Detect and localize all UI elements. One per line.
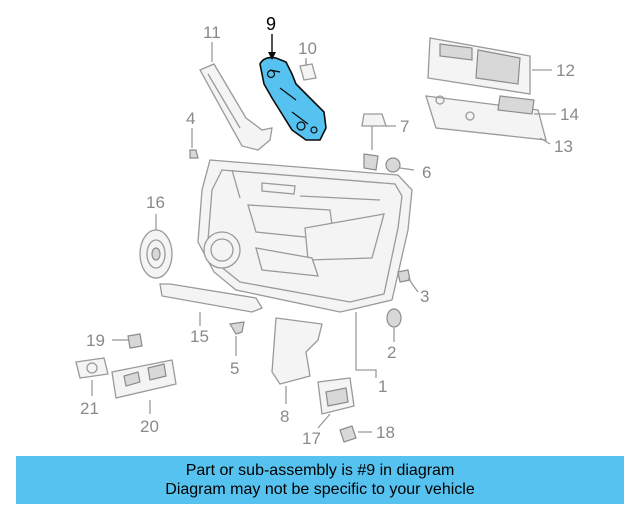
callout-16: 16 <box>146 193 165 212</box>
screw-part-5[interactable] <box>229 321 245 335</box>
banner-line-1: Part or sub-assembly is #9 in diagram <box>185 462 455 479</box>
callout-9: 9 <box>266 14 276 34</box>
callout-3: 3 <box>420 287 429 306</box>
callout-17: 17 <box>302 429 321 448</box>
callout-20: 20 <box>140 417 159 436</box>
clip-part-10[interactable] <box>299 60 317 81</box>
bulb-part-6[interactable] <box>385 157 401 173</box>
callout-14: 14 <box>560 105 579 124</box>
callout-5: 5 <box>230 359 239 378</box>
callout-10: 10 <box>298 39 317 58</box>
pull-handle-part-9[interactable] <box>259 56 327 141</box>
clip-part-2[interactable] <box>386 308 402 328</box>
master-switch-part-20[interactable] <box>111 359 177 399</box>
parts-diagram: 1 2 3 4 5 6 7 8 9 10 11 12 13 14 15 16 1… <box>75 14 579 448</box>
info-banner: Part or sub-assembly is #9 in diagram Di… <box>16 456 624 504</box>
screw-part-4[interactable] <box>189 149 199 159</box>
door-trim-panel[interactable] <box>197 159 413 313</box>
speaker-part-16[interactable] <box>139 229 173 279</box>
callout-1: 1 <box>378 377 387 396</box>
trim-strip-part-11[interactable] <box>199 63 273 151</box>
callout-2: 2 <box>387 343 396 362</box>
callout-21: 21 <box>80 399 99 418</box>
leader-lines <box>91 34 556 433</box>
map-pocket-part-8[interactable] <box>271 317 323 385</box>
screw-part-3[interactable] <box>397 269 411 283</box>
callout-8: 8 <box>280 407 289 426</box>
bulb-part-18[interactable] <box>339 425 357 443</box>
knob-part-19[interactable] <box>127 333 143 349</box>
callout-13: 13 <box>554 137 573 156</box>
switch-bezel-part-12[interactable] <box>427 37 531 95</box>
callout-4: 4 <box>186 109 195 128</box>
seal-strip-part-15[interactable] <box>159 283 263 313</box>
lamp-part-7[interactable] <box>361 113 387 171</box>
callout-18: 18 <box>376 423 395 442</box>
callout-labels: 1 2 3 4 5 6 7 8 9 10 11 12 13 14 15 16 1… <box>80 14 579 448</box>
callout-19: 19 <box>86 331 105 350</box>
callout-7: 7 <box>400 117 409 136</box>
switch-part-14[interactable] <box>497 95 535 115</box>
callout-12: 12 <box>556 61 575 80</box>
callout-11: 11 <box>203 23 221 42</box>
callout-15: 15 <box>190 327 209 346</box>
switch-part-21[interactable] <box>75 357 109 379</box>
callout-6: 6 <box>422 163 431 182</box>
banner-line-2: Diagram may not be specific to your vehi… <box>165 481 475 498</box>
lamp-part-17[interactable] <box>317 377 355 415</box>
